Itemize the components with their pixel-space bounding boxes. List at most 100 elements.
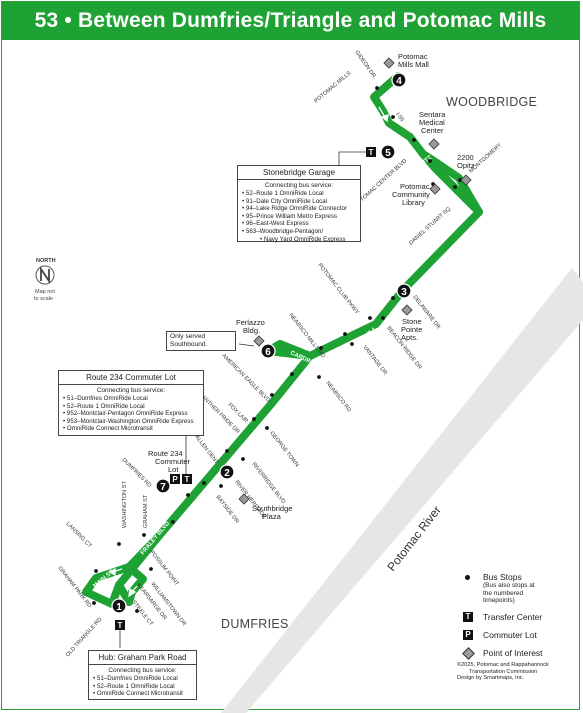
southbound-line-1: Only served — [170, 333, 206, 340]
potomac-river — [221, 268, 583, 713]
list-item: 52–Route 1 OmniRide Local — [242, 190, 357, 198]
list-item-cont: Navy Yard OmniRide Express — [242, 236, 357, 244]
list-item: 952–Montclair-Pentagon OmniRide Express — [63, 410, 200, 418]
list-item: 94–Lake Ridge OmniRide Connector — [242, 205, 357, 213]
timepoint-7: 7 — [155, 478, 171, 494]
svg-text:GIDEON DR: GIDEON DR — [353, 50, 376, 79]
svg-text:Sentara: Sentara — [419, 110, 446, 119]
callout-graham-park-title: Hub: Graham Park Road — [89, 651, 196, 665]
point-of-interest-icon — [462, 647, 475, 660]
transfer-center-stonebridge: T — [366, 147, 376, 157]
svg-text:Mills Mall: Mills Mall — [398, 60, 429, 69]
svg-text:Route 234: Route 234 — [148, 449, 183, 458]
svg-text:Potomac: Potomac — [400, 182, 430, 191]
list-item: 52–Route 1 OmniRide Local — [93, 683, 193, 691]
bus-stop-dots — [92, 86, 462, 613]
route-line — [82, 72, 483, 608]
timepoint-1: 1 — [111, 598, 127, 614]
svg-text:Lot: Lot — [168, 465, 179, 474]
svg-text:RIVERRIDGE BLVD: RIVERRIDGE BLVD — [250, 462, 286, 506]
callout-graham-park-subtitle: Connecting bus service: — [108, 667, 177, 674]
callout-route234: Route 234 Commuter Lot Connecting bus se… — [58, 370, 204, 436]
callout-route234-title: Route 234 Commuter Lot — [59, 371, 203, 385]
transfer-center-graham-park: T — [115, 620, 125, 630]
svg-text:Bldg.: Bldg. — [243, 326, 260, 335]
svg-text:Opitz: Opitz — [457, 161, 475, 170]
callout-southbound: Only served Southbound. — [166, 331, 236, 351]
timepoint-5: 5 — [380, 144, 396, 160]
svg-text:7: 7 — [160, 482, 166, 493]
timepoint-6: 6 — [260, 343, 276, 359]
svg-text:LANSING CT: LANSING CT — [65, 521, 93, 549]
svg-text:Center: Center — [421, 126, 444, 135]
commuter-lot-icon: P — [463, 630, 473, 640]
svg-text:NORTH: NORTH — [36, 258, 56, 264]
callout-stonebridge-list: 52–Route 1 OmniRide Local 91–Dale City O… — [238, 190, 360, 243]
timepoint-3: 3 — [396, 283, 412, 299]
poi-markers — [238, 57, 472, 505]
list-item: OmniRide Connect Microtransit — [63, 425, 200, 433]
svg-text:Community: Community — [392, 190, 430, 199]
callout-route234-list: 51–Dumfries OmniRide Local 52–Route 1 Om… — [59, 395, 203, 433]
svg-text:GRAHAM ST: GRAHAM ST — [143, 494, 149, 528]
transfer-center-icon: T — [463, 612, 473, 622]
svg-text:2: 2 — [224, 468, 230, 479]
callout-route234-subtitle: Connecting bus service: — [96, 387, 166, 394]
svg-text:Library: Library — [402, 198, 425, 207]
callout-graham-park-list: 51–Dumfries OmniRide Local 52–Route 1 Om… — [89, 675, 196, 698]
svg-text:4: 4 — [396, 76, 402, 87]
poi-labels: Potomac Mills Mall Sentara Medical Cente… — [148, 52, 475, 521]
svg-text:Medical: Medical — [419, 118, 445, 127]
svg-text:Plaza: Plaza — [262, 512, 282, 521]
list-item: OmniRide Connect Microtransit — [93, 690, 193, 698]
svg-text:I-95: I-95 — [394, 112, 404, 123]
list-item: 52–Route 1 OmniRide Local — [63, 403, 200, 411]
svg-text:VANTAGE DR: VANTAGE DR — [361, 345, 388, 377]
callout-stonebridge-title: Stonebridge Garage — [238, 166, 360, 180]
svg-text:3: 3 — [401, 287, 407, 298]
svg-text:Stone: Stone — [402, 317, 422, 326]
timepoint-4: 4 — [391, 72, 407, 88]
svg-text:Commuter: Commuter — [155, 457, 191, 466]
svg-text:Pointe: Pointe — [401, 325, 422, 334]
svg-text:T: T — [369, 148, 374, 157]
list-item: 95–Prince William Metro Express — [242, 213, 357, 221]
svg-text:NEABSCO RD: NEABSCO RD — [324, 381, 352, 414]
svg-text:P: P — [172, 475, 178, 484]
map-legend: Bus Stops (Bus also stops at the numbere… — [457, 562, 575, 702]
timepoints: 4 5 3 6 2 7 1 — [111, 72, 412, 614]
area-woodbridge: WOODBRIDGE — [446, 95, 537, 109]
list-item: 953–Montclair-Washington OmniRide Expres… — [63, 418, 200, 426]
svg-text:T: T — [185, 475, 190, 484]
list-item: 51–Dumfries OmniRide Local — [63, 395, 200, 403]
list-item: 96–East-West Express — [242, 220, 357, 228]
svg-text:ALLEN DENT: ALLEN DENT — [193, 435, 219, 466]
north-note-2: to scale — [34, 296, 53, 302]
map-title: 53 • Between Dumfries/Triangle and Potom… — [2, 2, 579, 40]
callout-stonebridge: Stonebridge Garage Connecting bus servic… — [237, 165, 361, 243]
area-dumfries: DUMFRIES — [221, 617, 289, 631]
svg-text:AMERICAN EAGLE BLVD: AMERICAN EAGLE BLVD — [221, 353, 272, 404]
commuter-lot-234: P T — [170, 474, 192, 484]
callout-stonebridge-subtitle: Connecting bus service: — [264, 182, 334, 189]
svg-text:GEORGE TOWN: GEORGE TOWN — [268, 431, 299, 469]
north-arrow: NORTH Map not to scale — [34, 258, 56, 302]
direction-arrows — [108, 106, 389, 598]
svg-text:Apts.: Apts. — [401, 333, 418, 342]
svg-text:BAYSIDE DR: BAYSIDE DR — [214, 495, 239, 525]
svg-text:1: 1 — [116, 602, 122, 613]
svg-text:Southbridge: Southbridge — [252, 504, 292, 513]
svg-text:Ferlazzo: Ferlazzo — [236, 318, 265, 327]
list-item: 563–Woodbridge-Pentagon/ — [242, 228, 357, 236]
svg-text:Potomac: Potomac — [398, 52, 428, 61]
svg-text:6: 6 — [265, 347, 271, 358]
svg-text:5: 5 — [385, 148, 391, 159]
southbound-line-2: Southbound. — [170, 341, 208, 348]
svg-text:POTOMAC CLUB PKWY: POTOMAC CLUB PKWY — [316, 263, 359, 316]
svg-text:T: T — [118, 621, 123, 630]
svg-text:WASHINGTON ST: WASHINGTON ST — [122, 480, 128, 528]
list-item: 91–Dale City OmniRide Local — [242, 198, 357, 206]
list-item: 51–Dumfries OmniRide Local — [93, 675, 193, 683]
